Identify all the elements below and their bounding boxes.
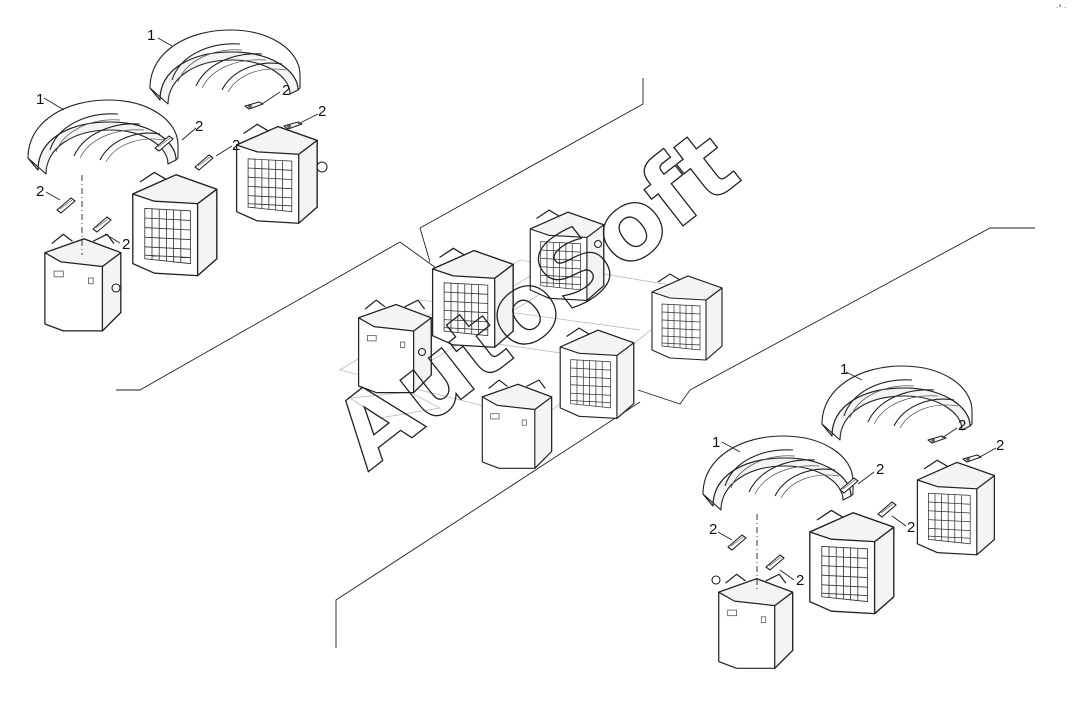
callout-fender: 1: [840, 361, 848, 378]
callout-bracket: 2: [36, 183, 44, 200]
callout-fender: 1: [712, 434, 720, 451]
bottom-right-assembly: 1 1 2 2 2 2 2 2: [702, 361, 1004, 669]
callout-bracket: 2: [996, 437, 1004, 454]
callout-bracket: 2: [876, 461, 884, 478]
callout-bracket: 2: [958, 417, 966, 434]
callout-bracket: 2: [318, 103, 326, 120]
callout-bracket: 2: [195, 118, 203, 135]
callout-fender: 1: [36, 91, 44, 108]
fender-front: [702, 435, 854, 511]
top-left-assembly: 1 1 2 2 2 2 2 2: [27, 27, 328, 332]
center-chassis-overview: [338, 209, 723, 469]
callout-bracket: 2: [282, 82, 290, 99]
fender-rear: [149, 29, 301, 105]
callout-fender: 1: [147, 27, 155, 44]
callout-bracket: 2: [709, 521, 717, 538]
fender-front: [27, 99, 179, 175]
division-lines: [116, 78, 1035, 648]
callout-bracket: 2: [232, 137, 240, 154]
callout-bracket: 2: [796, 572, 804, 589]
corner-mark: ·° ·: [1056, 4, 1066, 12]
callout-bracket: 2: [907, 519, 915, 536]
callout-bracket: 2: [122, 236, 130, 253]
